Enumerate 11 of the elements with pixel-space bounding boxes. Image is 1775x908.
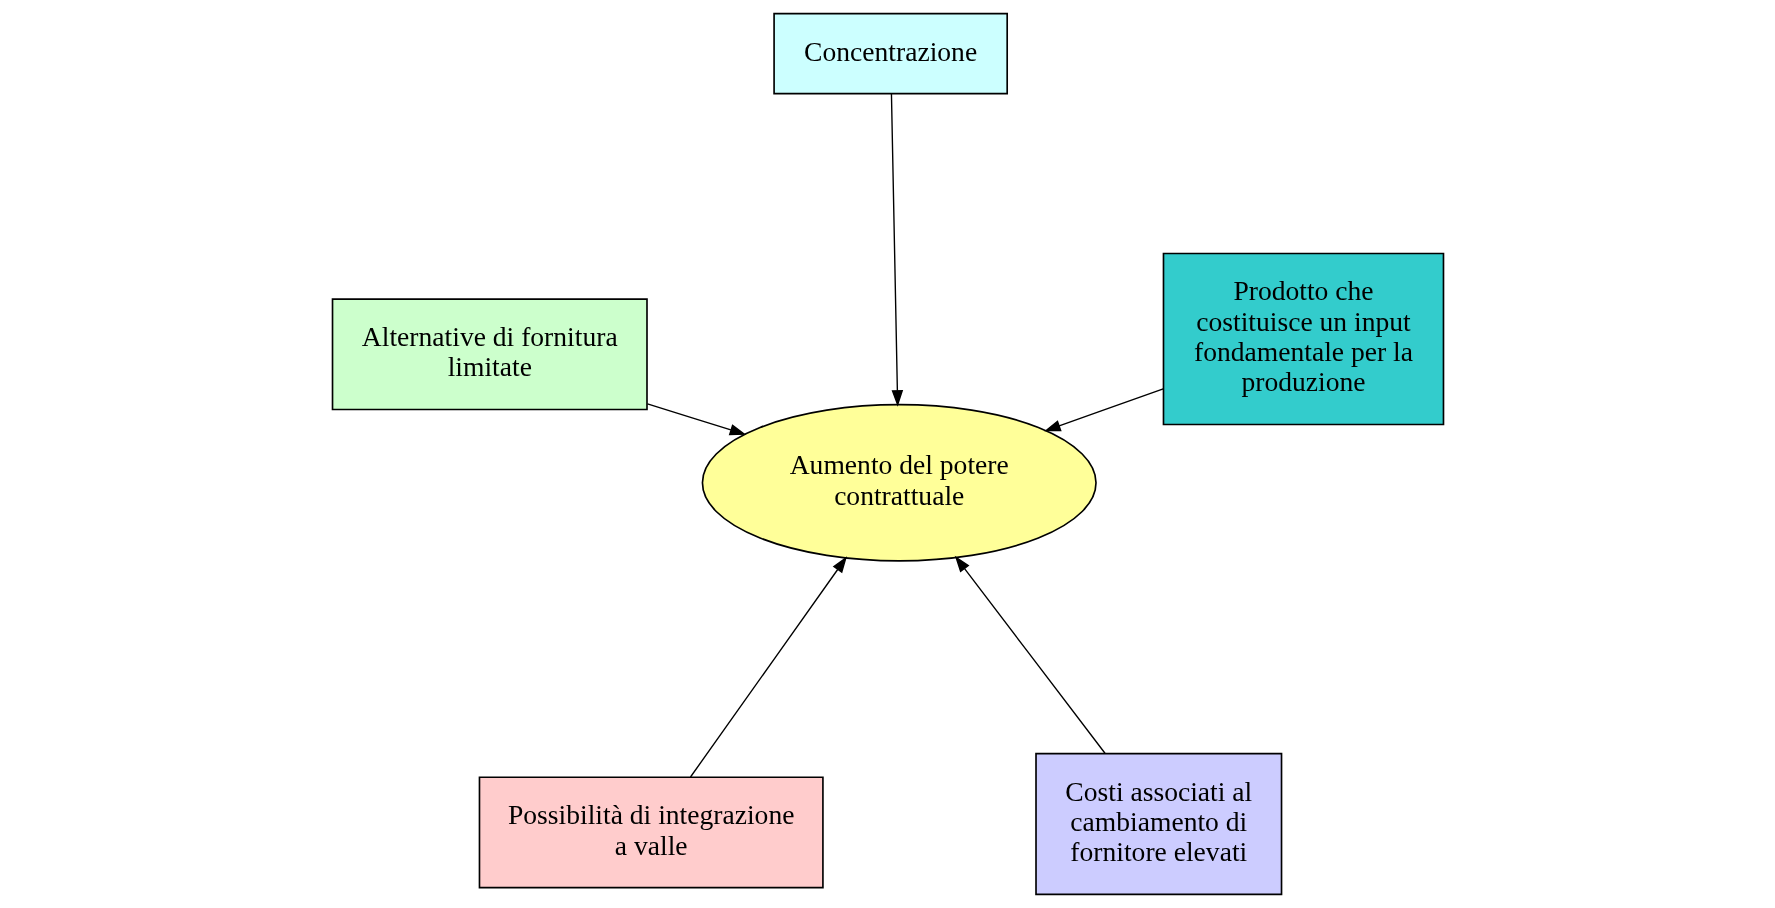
node-box: Concentrazione [772,12,1008,95]
arrow [689,556,847,778]
node-box: Alternative di fornitura limitate [331,298,648,411]
node-box: Possibilità di integrazione a valle [478,776,824,889]
node-box: Prodotto che costituisce un input fondamentale per la produzione [1162,252,1444,426]
node-ellipse: Aumento del potere contrattuale [701,403,1097,562]
arrow [1043,388,1164,432]
arrow [890,93,903,407]
arrow [646,403,746,436]
arrow [954,555,1106,754]
node-box: Costi associati al cambiamento di fornitore elevati [1034,752,1282,896]
